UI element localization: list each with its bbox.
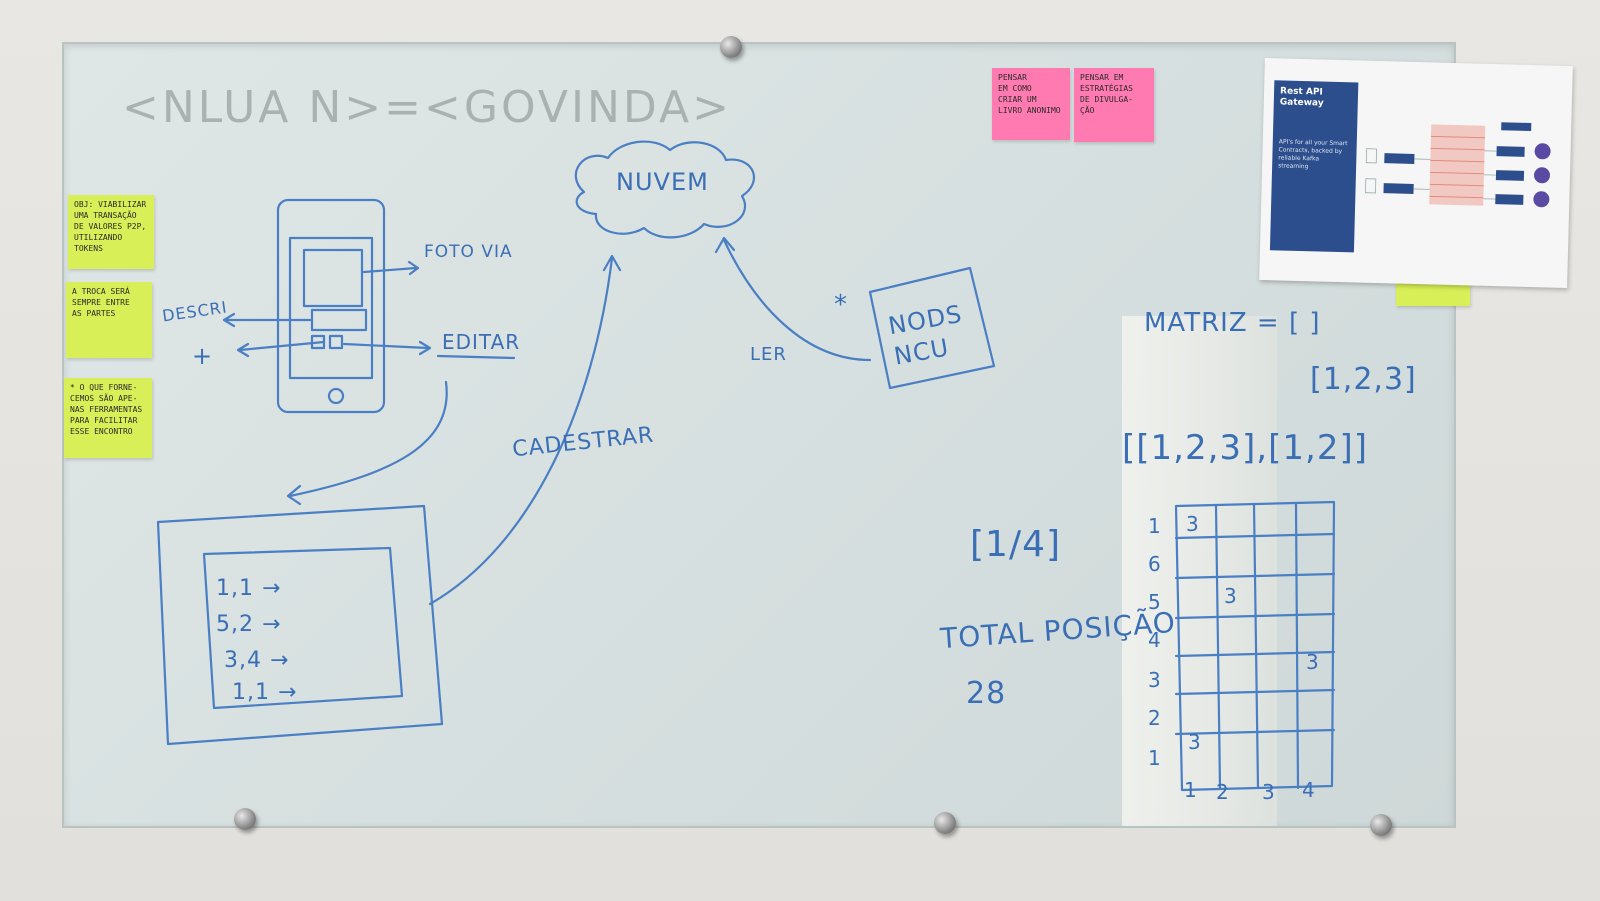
sticky-note-blank: [1396, 282, 1470, 306]
poster-title: Rest API Gateway: [1279, 86, 1324, 109]
bracket-value: [1/4]: [970, 524, 1062, 565]
grid-col-label: 3: [1262, 780, 1275, 804]
grid-mark: 3: [1306, 650, 1319, 674]
matrix-grid: [1174, 500, 1336, 792]
glass-whiteboard: <NLUA N>=<GOVINDA> NUVEM FOTO VIA DESCRI…: [62, 42, 1456, 828]
sticky-note-exchange: A TROCA SERÁ SEMPRE ENTRE AS PARTES: [66, 282, 152, 358]
sticky-note-objective: OBJ: VIABILIZAR UMA TRANSAÇÃO DE VALORES…: [68, 195, 154, 269]
grid-col-label: 4: [1302, 778, 1315, 802]
phone-sketch: [276, 198, 386, 414]
grid-row-label: 3: [1148, 668, 1161, 692]
edit-label: EDITAR: [442, 330, 521, 354]
grid-row-label: 6: [1148, 552, 1161, 576]
grid-mark: 3: [1188, 730, 1201, 754]
grid-row-label: 1: [1148, 514, 1161, 538]
matrix-line2: [[1,2,3],[1,2]]: [1122, 428, 1368, 468]
read-label: LER: [750, 344, 787, 365]
poster-architecture-diagram: [1365, 122, 1551, 208]
matrix-title: MATRIZ = [ ]: [1144, 308, 1321, 338]
grid-row-label: 2: [1148, 706, 1161, 730]
cloud-sketch: [574, 140, 756, 239]
api-gateway-poster: Rest API Gateway API's for all your Smar…: [1259, 58, 1573, 288]
sticky-note-tools: * O QUE FORNE- CEMOS SÃO APE- NAS FERRAM…: [64, 378, 152, 458]
window-reflection: [1122, 316, 1277, 826]
mounting-bolt: [720, 36, 742, 58]
grid-row-label: 1: [1148, 746, 1161, 770]
poster-subtitle: API's for all your Smart Contracts, back…: [1278, 138, 1348, 171]
mounting-bolt: [934, 812, 956, 834]
grid-row-label: 4: [1148, 628, 1161, 652]
sticky-note-promotion: PENSAR EM ESTRATÉGIAS DE DIVULGA- ÇÃO: [1074, 68, 1154, 142]
list-item: 5,2 →: [216, 612, 282, 637]
list-item: 3,4 →: [224, 648, 290, 673]
header-text: <NLUA N>=<GOVINDA>: [122, 82, 732, 133]
grid-col-label: 1: [1184, 778, 1197, 802]
photo-label: FOTO VIA: [424, 242, 513, 262]
sticky-note-anon-book: PENSAR EM COMO CRIAR UM LIVRO ANONIMO: [992, 68, 1070, 140]
grid-row-label: 5: [1148, 590, 1161, 614]
plus-sign: +: [192, 342, 214, 370]
grid-mark: 3: [1186, 512, 1199, 536]
board-drawings: [156, 140, 1336, 792]
tablet-sketch: [156, 504, 444, 746]
node-box-sketch: [868, 266, 996, 390]
grid-mark: 3: [1224, 584, 1237, 608]
poster-sidebar: Rest API Gateway API's for all your Smar…: [1269, 80, 1359, 253]
matrix-line1: [1,2,3]: [1310, 362, 1417, 397]
grid-col-label: 2: [1216, 780, 1229, 804]
list-item: 1,1 →: [216, 576, 282, 601]
total-value: 28: [966, 676, 1007, 711]
list-item: 1,1 →: [232, 680, 298, 705]
mounting-bolt: [234, 808, 256, 830]
mounting-bolt: [1370, 814, 1392, 836]
node-star: *: [834, 290, 848, 320]
cloud-label: NUVEM: [616, 168, 709, 196]
